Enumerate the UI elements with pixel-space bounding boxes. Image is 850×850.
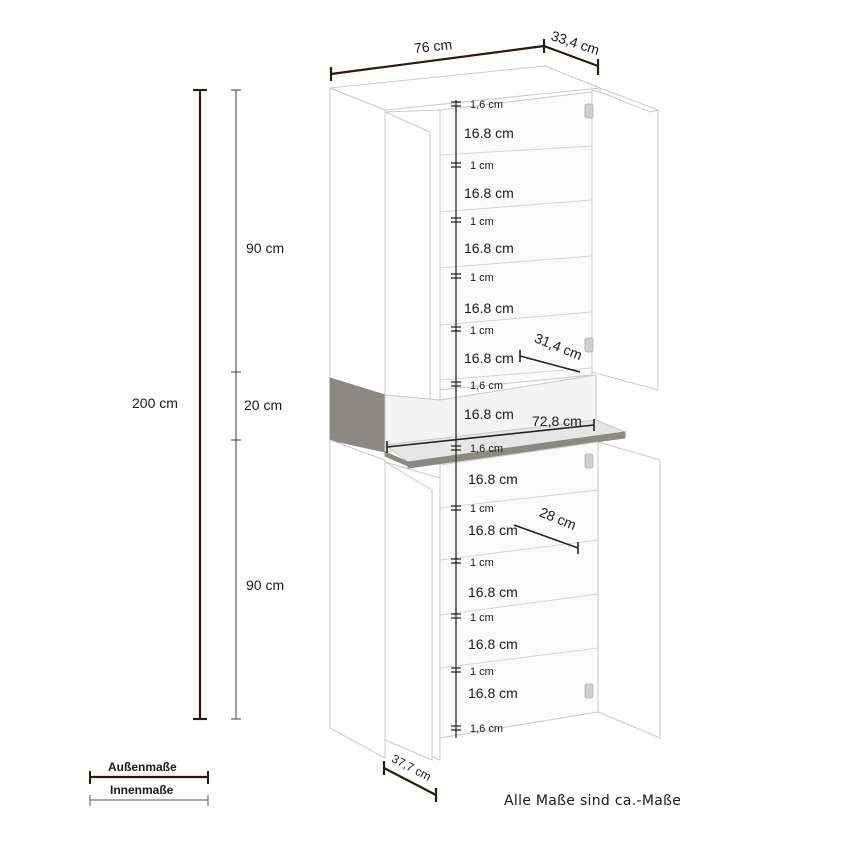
shelf-thickness-label: 1,6 cm: [470, 443, 503, 455]
upper-shelves: [439, 145, 593, 381]
shelf-height-label: 16.8 cm: [468, 636, 518, 652]
lower-interior: [439, 441, 599, 739]
upper-height-label: 90 cm: [246, 240, 284, 256]
niche-width-label: 72,8 cm: [532, 413, 582, 429]
hinge-icon: [584, 683, 594, 699]
cabinet-drawing: [329, 65, 661, 761]
hinge-icon: [584, 103, 594, 119]
shelf-thickness-label: 1 cm: [470, 557, 494, 569]
shelf-height-label: 16.8 cm: [468, 584, 518, 600]
width-dim-line: [330, 44, 545, 76]
niche-width-dim-line: [386, 424, 595, 448]
shelf-height-label: 16.8 cm: [468, 685, 518, 701]
depth-dim-line: [543, 44, 599, 68]
overall-height-label: 200 cm: [132, 395, 178, 411]
upper-depth-dim-line: [519, 355, 581, 373]
hinge-icon: [584, 337, 594, 353]
shelf-thickness-label: 1,6 cm: [470, 99, 503, 111]
shelf-height-label: 16.8 cm: [464, 185, 514, 201]
legend-outer-label: Außenmaße: [108, 760, 177, 774]
lower-right-door: [597, 441, 661, 739]
lower-left-door-edge: [384, 461, 433, 761]
shelf-thickness-label: 1,6 cm: [470, 380, 503, 392]
hinges: [584, 103, 594, 699]
upper-right-door: [591, 89, 659, 391]
shelf-thickness-label: 1 cm: [470, 160, 494, 172]
niche-height-label: 20 cm: [244, 397, 282, 413]
legend: Außenmaße Innenmaße: [89, 760, 209, 806]
overall-depth-label: 33,4 cm: [549, 27, 601, 58]
lower-carcass-side: [329, 439, 386, 759]
upper-left-door-edge: [384, 111, 431, 419]
shelf-thickness-label: 1 cm: [470, 272, 494, 284]
shelf-height-label: 16.8 cm: [468, 522, 518, 538]
shelf-height-label: 16.8 cm: [464, 125, 514, 141]
hinge-icon: [584, 453, 594, 469]
inner-diagonals: [386, 350, 595, 554]
lower-depth-dim-line: [513, 524, 579, 549]
lower-height-label: 90 cm: [246, 577, 284, 593]
shelf-ticks: [451, 101, 461, 731]
door-depth-dim-line: [383, 767, 437, 796]
inner-dimensions: [231, 89, 457, 738]
shelf-labels: 1,6 cm 16.8 cm 1 cm 16.8 cm 1 cm 16.8 cm…: [464, 99, 518, 735]
shelf-bottom-thickness-label: 1,6 cm: [470, 723, 503, 735]
upper-right-door-front: [599, 87, 660, 113]
footnote: Alle Maße sind ca.-Maße: [504, 793, 681, 809]
shelf-thickness-label: 1 cm: [470, 503, 494, 515]
shelf-height-label: 16.8 cm: [464, 350, 514, 366]
lower-shelves: [439, 489, 599, 669]
upper-carcass-front: [329, 87, 386, 419]
niche-interior: [384, 374, 597, 453]
niche-floor-front: [407, 431, 626, 469]
outer-dimensions: [193, 39, 600, 802]
shelf-thickness-label: 1 cm: [470, 325, 494, 337]
shelf-thickness-label: 1 cm: [470, 612, 494, 624]
shelf-thickness-label: 1 cm: [470, 666, 494, 678]
shelf-height-label: 16.8 cm: [464, 300, 514, 316]
shelf-thickness-label: 1 cm: [470, 216, 494, 228]
legend-inner-label: Innenmaße: [110, 783, 174, 797]
shelf-height-label: 16.8 cm: [464, 406, 514, 422]
overall-width-label: 76 cm: [413, 36, 453, 56]
shelf-height-label: 16.8 cm: [468, 471, 518, 487]
shelf-height-label: 16.8 cm: [464, 240, 514, 256]
